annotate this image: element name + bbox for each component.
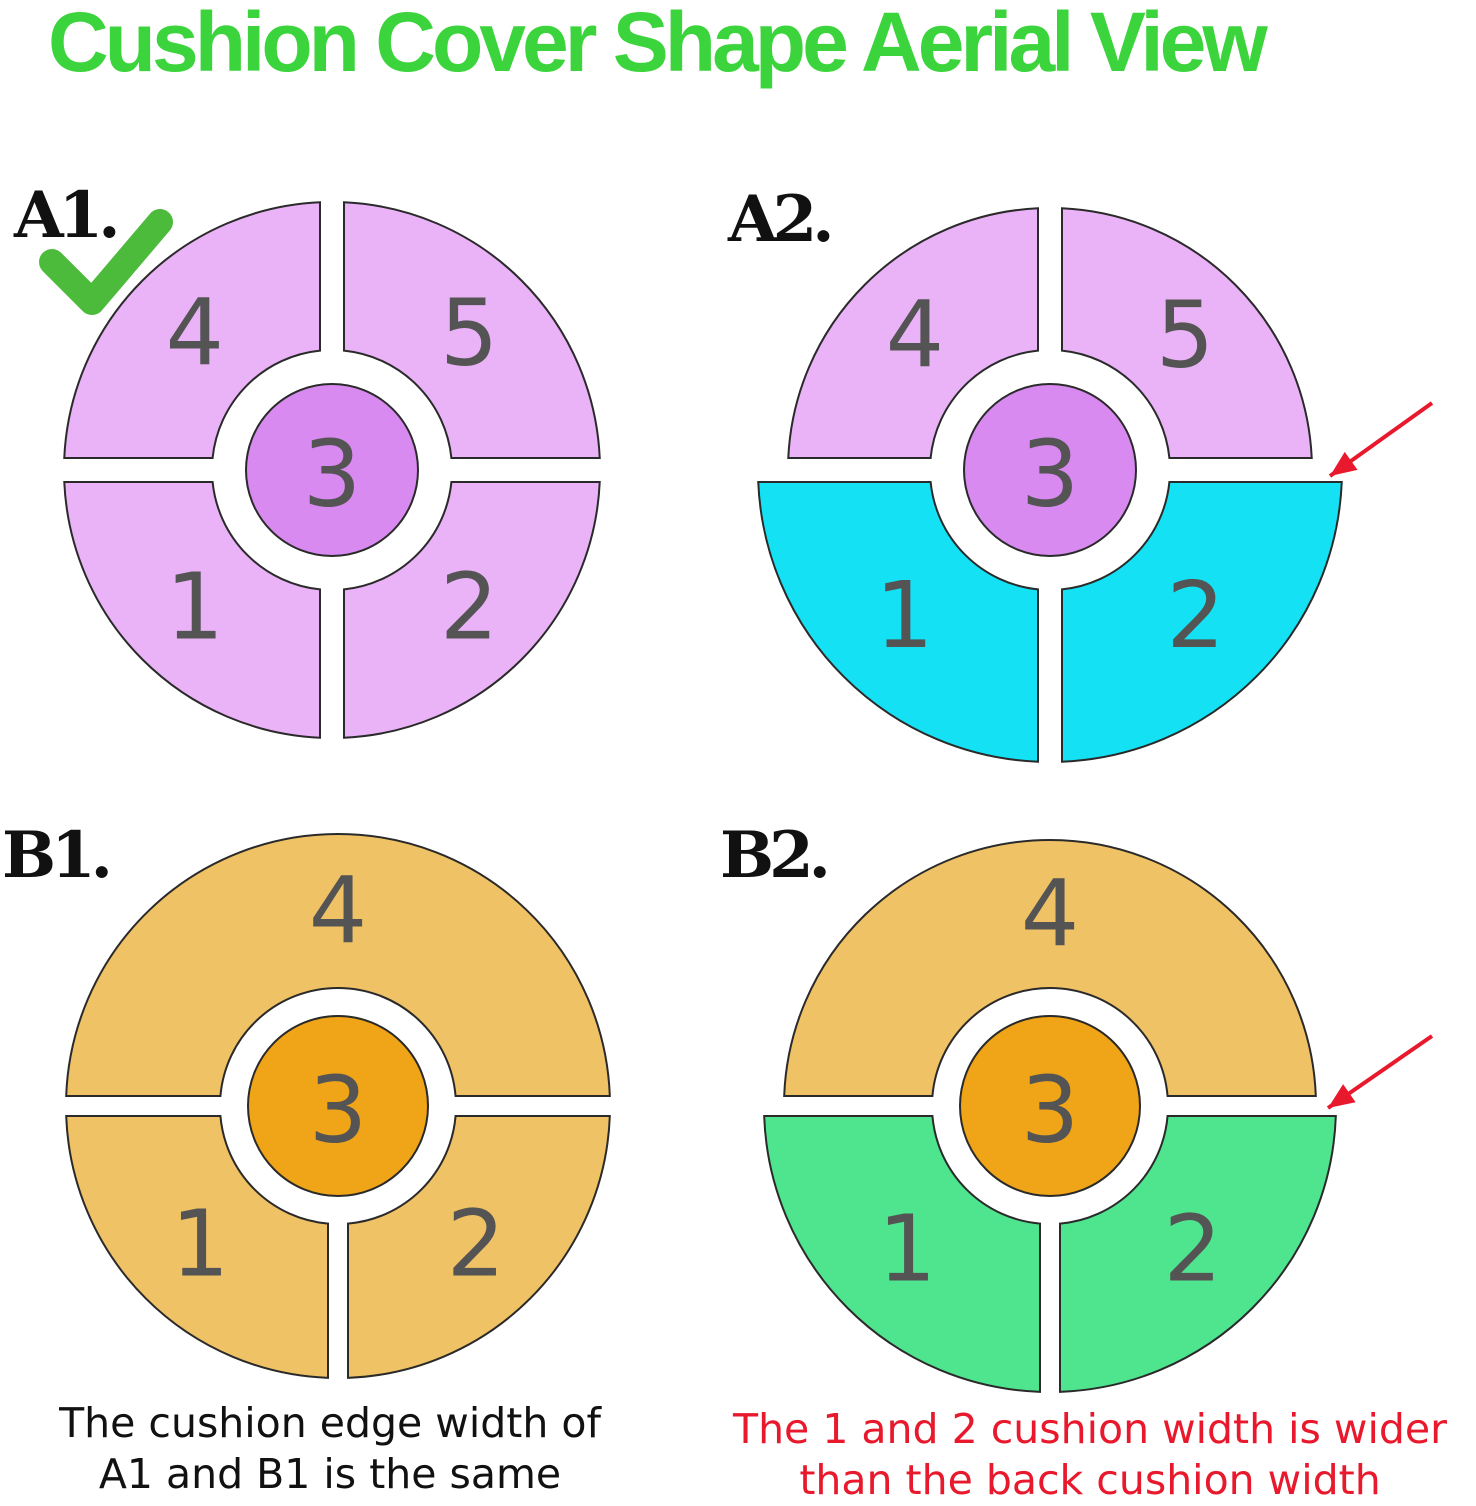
panel-a2-diagram: 34 5 1 2 bbox=[757, 207, 1343, 763]
cushion-1 bbox=[763, 1115, 1041, 1393]
panel-label-a1: A1. bbox=[14, 178, 120, 253]
cushion-4 bbox=[787, 207, 1039, 459]
panel-b2-diagram: 3 4 1 2 bbox=[763, 839, 1337, 1393]
cushion-1 bbox=[757, 481, 1039, 763]
caption-right: The 1 and 2 cushion width is wider than … bbox=[690, 1404, 1476, 1506]
panel-a1-diagram: 34 5 1 2 bbox=[63, 201, 601, 739]
cushion-1-number: 1 bbox=[166, 554, 225, 661]
caption-right-line-1: The 1 and 2 cushion width is wider bbox=[733, 1405, 1447, 1453]
cushion-4-number: 4 bbox=[886, 281, 945, 388]
cushion-4 bbox=[63, 201, 321, 459]
cushion-5-number: 5 bbox=[1156, 281, 1215, 388]
cushion-2 bbox=[347, 1115, 611, 1379]
panel-b1-diagram: 3 4 1 2 bbox=[65, 833, 611, 1379]
cushion-4-number: 4 bbox=[309, 858, 368, 965]
center-number-3: 3 bbox=[309, 1057, 368, 1164]
cushion-2 bbox=[1061, 481, 1343, 763]
cushion-2-number: 2 bbox=[440, 554, 499, 661]
cushion-2 bbox=[343, 481, 601, 739]
cushion-2 bbox=[1059, 1115, 1337, 1393]
checkmark-icon bbox=[39, 209, 173, 315]
panel-label-a2: A2. bbox=[728, 182, 834, 257]
caption-right-line-2: than the back cushion width bbox=[799, 1456, 1381, 1504]
center-cushion-3 bbox=[963, 383, 1137, 557]
cushion-5 bbox=[343, 201, 601, 459]
caption-left-line-2: A1 and B1 is the same bbox=[98, 1450, 562, 1498]
cushion-2-number: 2 bbox=[1166, 562, 1225, 669]
cushion-1 bbox=[65, 1115, 329, 1379]
center-number-3: 3 bbox=[1021, 1057, 1080, 1164]
center-cushion-3 bbox=[247, 1015, 429, 1197]
cushion-1 bbox=[63, 481, 321, 739]
cushion-1-number: 1 bbox=[878, 1195, 937, 1302]
cushion-1-number: 1 bbox=[171, 1190, 230, 1297]
center-number-3: 3 bbox=[303, 421, 362, 528]
cushion-2-number: 2 bbox=[1164, 1195, 1223, 1302]
cushion-2-number: 2 bbox=[447, 1190, 506, 1297]
caption-left-line-1: The cushion edge width of bbox=[59, 1399, 601, 1447]
panel-label-b2: B2. bbox=[720, 818, 831, 893]
caption-left: The cushion edge width of A1 and B1 is t… bbox=[0, 1398, 660, 1500]
center-cushion-3 bbox=[245, 383, 419, 557]
page-title: Cushion Cover Shape Aerial View bbox=[48, 0, 1268, 89]
panel-label-b1: B1. bbox=[2, 818, 113, 893]
red-arrow-icon bbox=[1328, 401, 1434, 478]
cushion-4 bbox=[783, 839, 1317, 1097]
center-cushion-3 bbox=[959, 1015, 1141, 1197]
center-number-3: 3 bbox=[1021, 421, 1080, 528]
red-arrow-icon bbox=[1326, 1034, 1434, 1110]
cushion-1-number: 1 bbox=[875, 562, 934, 669]
cushion-4 bbox=[65, 833, 611, 1097]
cushion-4-number: 4 bbox=[1021, 861, 1080, 968]
cushion-5 bbox=[1061, 207, 1313, 459]
cushion-4-number: 4 bbox=[166, 279, 225, 386]
cushion-5-number: 5 bbox=[440, 279, 499, 386]
